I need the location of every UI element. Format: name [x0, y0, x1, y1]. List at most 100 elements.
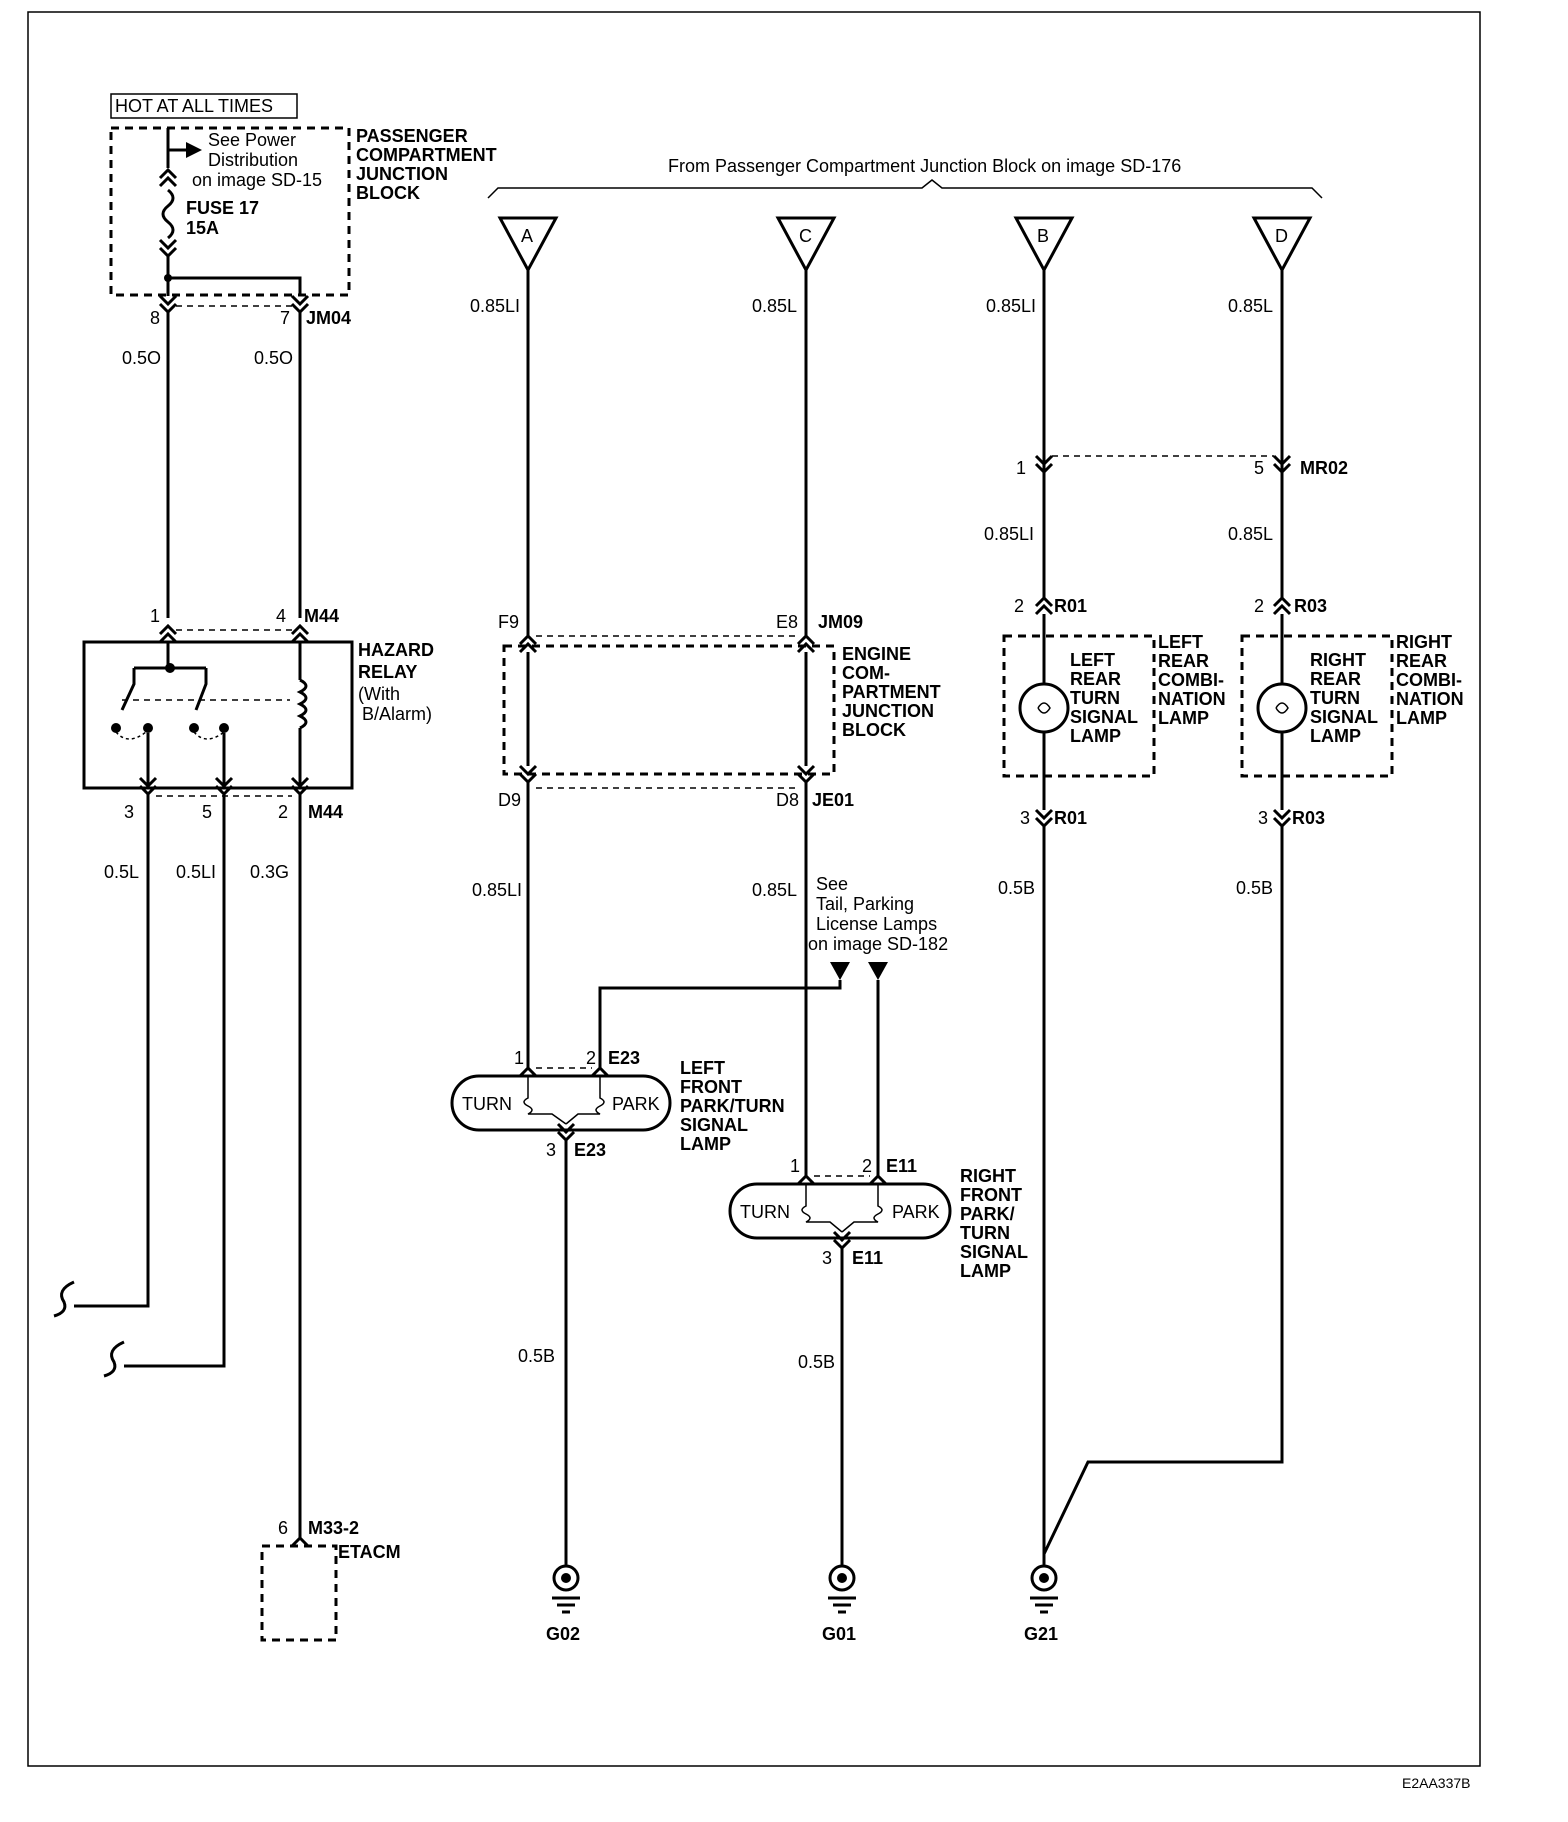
lf-title-4: SIGNAL	[680, 1115, 748, 1135]
relay-pin-2: 2	[278, 802, 288, 822]
ground-g01-label: G01	[822, 1624, 856, 1644]
see-tail-line-1: See	[816, 874, 848, 894]
lr-pin-top: 2	[1014, 596, 1024, 616]
lr-outer-5: LAMP	[1158, 708, 1209, 728]
lr-inner-4: SIGNAL	[1070, 707, 1138, 727]
junction-title-4: BLOCK	[356, 183, 420, 203]
connector-m33-2: M33-2	[308, 1518, 359, 1538]
pin-d9: D9	[498, 790, 521, 810]
connector-chevron-icon	[1034, 595, 1054, 616]
rr-outer-5: LAMP	[1396, 708, 1447, 728]
right-rear-lamp: 2 R03 RIGHT REAR TURN SIGNAL LAMP RIGHT …	[1236, 595, 1464, 898]
rr-bulb-icon	[1256, 682, 1308, 734]
lf-park-filament-icon	[565, 1076, 605, 1125]
see-power-line-3: on image SD-15	[192, 170, 322, 190]
input-d-letter: D	[1275, 226, 1288, 246]
rr-inner-3: TURN	[1310, 688, 1360, 708]
lf-turn-filament-icon	[523, 1076, 567, 1125]
see-tail-line-2: Tail, Parking	[816, 894, 914, 914]
connector-chevron-icon	[868, 1173, 888, 1186]
lf-connector-bottom: E23	[574, 1140, 606, 1160]
connector-chevron-icon	[1272, 454, 1292, 475]
connector-chevron-icon	[518, 633, 538, 654]
junction-block-outline	[109, 126, 351, 297]
rf-park-label: PARK	[892, 1202, 940, 1222]
rf-park-filament-icon	[841, 1184, 883, 1233]
input-a-letter: A	[521, 226, 533, 246]
lf-title-1: LEFT	[680, 1058, 725, 1078]
engine-title-5: BLOCK	[842, 720, 906, 740]
connector-chevron-icon	[158, 623, 178, 644]
connector-mr02: 1 5 MR02 0.85LI 0.85L	[984, 454, 1348, 544]
wire-d8-label: 0.85L	[752, 880, 797, 900]
connector-jm04: JM04	[306, 308, 351, 328]
input-c-letter: C	[799, 226, 812, 246]
mr02-pin-1: 1	[1016, 458, 1026, 478]
connector-chevron-icon	[1272, 808, 1292, 829]
rf-title-3: PARK/	[960, 1204, 1015, 1224]
lr-outer-1: LEFT	[1158, 632, 1203, 652]
mr02-wire-b: 0.85LI	[984, 524, 1034, 544]
lr-inner-3: TURN	[1070, 688, 1120, 708]
junction-title-1: PASSENGER	[356, 126, 468, 146]
lf-title-5: LAMP	[680, 1134, 731, 1154]
lf-title-3: PARK/TURN	[680, 1096, 785, 1116]
wire-0-5o-right: 0.5O	[254, 348, 293, 368]
input-a-triangle-icon	[497, 216, 559, 274]
see-tail-line-4: on image SD-182	[808, 934, 948, 954]
lr-outer-2: REAR	[1158, 651, 1209, 671]
etacm-pin-6: 6	[278, 1518, 288, 1538]
left-front-lamp: 1 2 E23 TURN PARK 3 E23 LEFT FRONT PARK/…	[450, 1048, 785, 1366]
input-d: D 0.85L	[1228, 216, 1313, 316]
engine-title-3: PARTMENT	[842, 682, 941, 702]
connector-chevron-icon	[158, 294, 178, 315]
rf-pin-3: 3	[822, 1248, 832, 1268]
lr-outer-4: NATION	[1158, 689, 1226, 709]
rr-outer-1: RIGHT	[1396, 632, 1452, 652]
ground-g21: G21	[1024, 1564, 1058, 1644]
etacm-module: 6 M33-2 ETACM	[260, 1518, 401, 1642]
lr-connector-top: R01	[1054, 596, 1087, 616]
rr-inner-4: SIGNAL	[1310, 707, 1378, 727]
input-a: A 0.85LI	[470, 216, 559, 316]
lf-title-2: FRONT	[680, 1077, 742, 1097]
connector-chevron-icon	[796, 1173, 816, 1186]
relay-pin-3: 3	[124, 802, 134, 822]
pin-7: 7	[280, 308, 290, 328]
engine-title-1: ENGINE	[842, 644, 911, 664]
wire-a-label: 0.85LI	[470, 296, 520, 316]
hazard-relay: 1 4 M44 HAZARD RELAY (With B/Alarm) 3 5 …	[82, 606, 434, 882]
pin-d8: D8	[776, 790, 799, 810]
lf-pin-3: 3	[546, 1140, 556, 1160]
rf-title-5: SIGNAL	[960, 1242, 1028, 1262]
rf-turn-label: TURN	[740, 1202, 790, 1222]
pin-e8: E8	[776, 612, 798, 632]
relay-pin-1: 1	[150, 606, 160, 626]
lr-inner-1: LEFT	[1070, 650, 1115, 670]
junction-title-2: COMPARTMENT	[356, 145, 497, 165]
lf-connector: E23	[608, 1048, 640, 1068]
pin-f9: F9	[498, 612, 519, 632]
offpage-triangle-icon	[830, 962, 850, 980]
relay-title-2: RELAY	[358, 662, 417, 682]
rf-title-2: FRONT	[960, 1185, 1022, 1205]
left-rear-lamp: 2 R01 LEFT REAR TURN SIGNAL LAMP LEFT RE…	[998, 595, 1226, 898]
fuse-rating: 15A	[186, 218, 219, 238]
rr-outer-2: REAR	[1396, 651, 1447, 671]
diagram-border	[27, 11, 1481, 1767]
rr-outer-3: COMBI-	[1396, 670, 1462, 690]
wire-c-label: 0.85L	[752, 296, 797, 316]
rr-connector-bottom: R03	[1292, 808, 1325, 828]
rf-connector: E11	[886, 1156, 917, 1176]
wire-0-5li: 0.5LI	[176, 862, 216, 882]
connector-jm09: JM09	[818, 612, 863, 632]
grouping-brace	[487, 179, 1323, 199]
mr02-wire-d: 0.85L	[1228, 524, 1273, 544]
connector-chevron-icon	[832, 1230, 852, 1251]
connector-chevron-icon	[1034, 454, 1054, 475]
ground-icon	[828, 1596, 856, 1614]
lf-lamp-housing	[450, 1074, 672, 1132]
lf-pin-2: 2	[586, 1048, 596, 1068]
rr-inner-5: LAMP	[1310, 726, 1361, 746]
